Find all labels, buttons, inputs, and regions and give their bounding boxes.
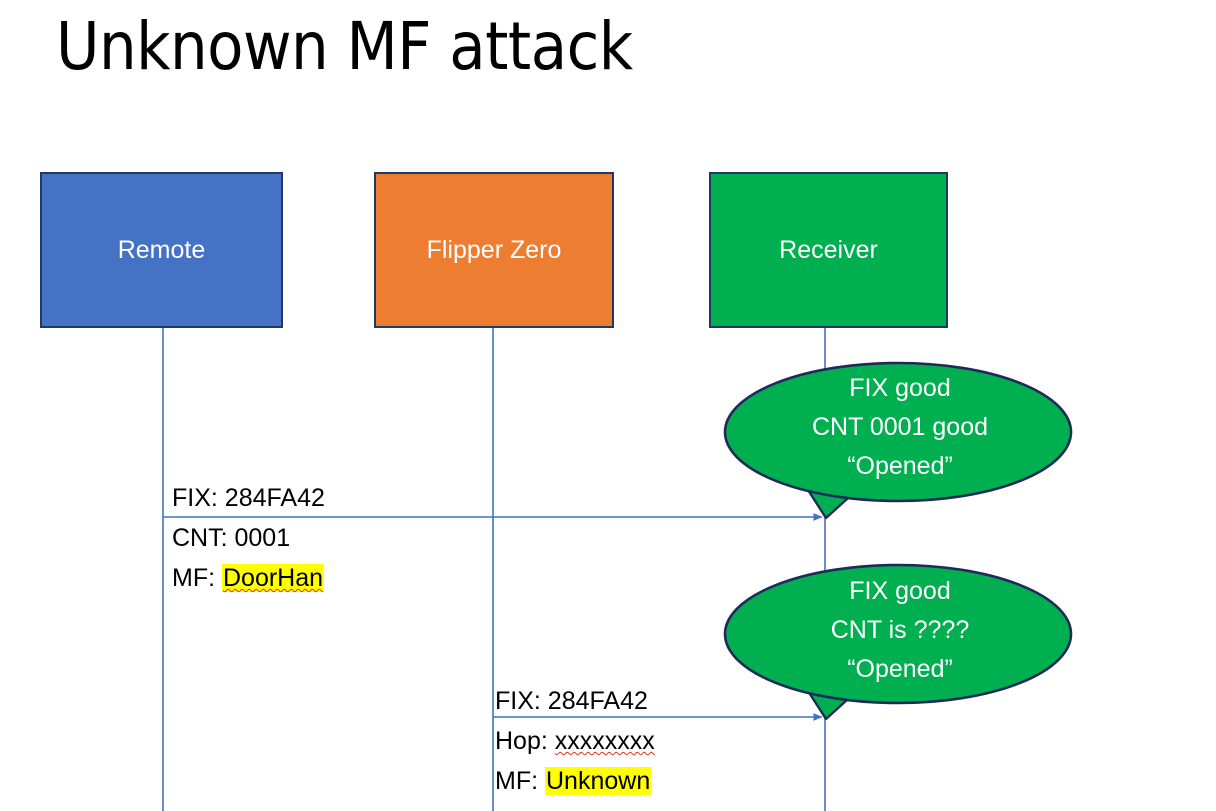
bubble-line: CNT is ???? — [830, 616, 970, 644]
message-line-value-highlighted: DoorHan — [222, 564, 325, 592]
bubble-text-second-response: FIX good CNT is ???? “Opened” — [735, 572, 1065, 689]
message-line-value-highlighted: Unknown — [545, 767, 652, 795]
message-line-value: 284FA42 — [224, 484, 325, 512]
bubble-line: FIX good — [849, 374, 951, 402]
bubble-body-second — [723, 563, 1073, 705]
bubble-line: “Opened” — [847, 452, 953, 480]
message-line: MF: Unknown — [495, 761, 655, 801]
message-line: Hop: xxxxxxxx — [495, 721, 655, 761]
message-line: FIX: 284FA42 — [172, 478, 325, 518]
message-line-value: 284FA42 — [547, 687, 648, 715]
actor-box-receiver[interactable]: Receiver — [709, 172, 948, 328]
message-line-value-spellchecked: xxxxxxxx — [554, 727, 655, 755]
message-label-flipper-to-receiver: FIX: 284FA42 Hop: xxxxxxxx MF: Unknown — [495, 681, 655, 801]
message-line-prefix: MF: — [172, 564, 222, 592]
page-title: Unknown MF attack — [56, 8, 633, 85]
message-line: CNT: 0001 — [172, 518, 325, 558]
message-line-prefix: FIX: — [495, 687, 548, 715]
actor-box-remote[interactable]: Remote — [40, 172, 283, 328]
bubble-body-first — [723, 361, 1073, 503]
message-line-prefix: CNT: — [172, 524, 235, 552]
message-label-remote-to-receiver: FIX: 284FA42 CNT: 0001 MF: DoorHan — [172, 478, 325, 598]
bubble-text-first-response: FIX good CNT 0001 good “Opened” — [735, 369, 1065, 486]
actor-label-remote: Remote — [117, 235, 206, 264]
bubble-line: “Opened” — [847, 655, 953, 683]
message-line-value: 0001 — [234, 524, 291, 552]
actor-label-flipper-zero: Flipper Zero — [426, 235, 562, 264]
message-line: FIX: 284FA42 — [495, 681, 655, 721]
bubble-first-response — [723, 361, 1073, 520]
message-line-prefix: Hop: — [495, 727, 555, 755]
bubble-line: FIX good — [849, 577, 951, 605]
bubble-second-response — [723, 563, 1073, 721]
actor-box-flipper-zero[interactable]: Flipper Zero — [374, 172, 614, 328]
message-line: MF: DoorHan — [172, 558, 325, 598]
message-line-prefix: FIX: — [172, 484, 225, 512]
actor-label-receiver: Receiver — [779, 235, 878, 264]
bubble-line: CNT 0001 good — [811, 413, 989, 441]
message-line-prefix: MF: — [495, 767, 545, 795]
